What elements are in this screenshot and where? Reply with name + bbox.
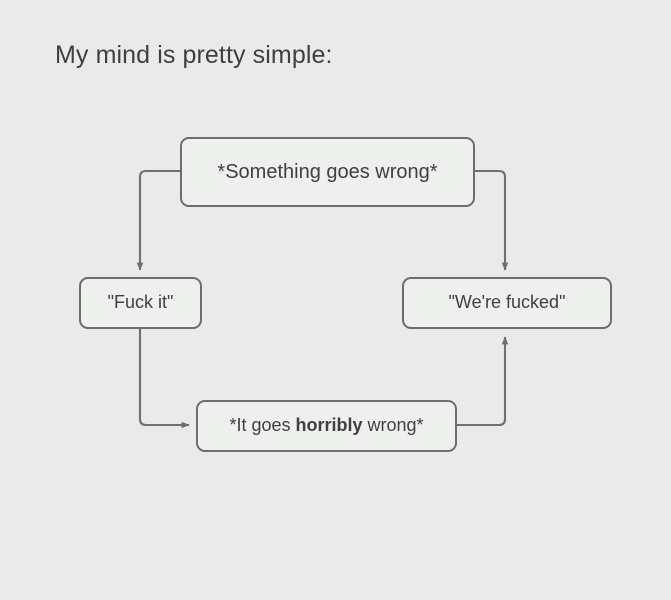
edge-bottom-to-right	[457, 336, 509, 427]
node-fuck-it[interactable]: "Fuck it"	[79, 277, 202, 329]
node-label: *It goes horribly wrong*	[219, 415, 433, 437]
node-label-prefix: *It goes	[229, 415, 296, 436]
page-title: My mind is pretty simple:	[55, 41, 333, 69]
node-something-goes-wrong[interactable]: *Something goes wrong*	[180, 137, 475, 207]
node-label: "We're fucked"	[448, 292, 566, 313]
edge-left-to-bottom	[138, 329, 190, 429]
node-label-emphasis: horribly	[295, 415, 363, 436]
node-it-goes-horribly-wrong[interactable]: *It goes horribly wrong*	[196, 400, 457, 452]
edge-start-to-right	[475, 169, 509, 271]
edge-start-to-left	[136, 169, 180, 271]
node-label-suffix: wrong*	[362, 415, 424, 436]
node-label: "Fuck it"	[107, 292, 174, 313]
node-label: *Something goes wrong*	[217, 161, 438, 183]
node-were-fucked[interactable]: "We're fucked"	[402, 277, 612, 329]
